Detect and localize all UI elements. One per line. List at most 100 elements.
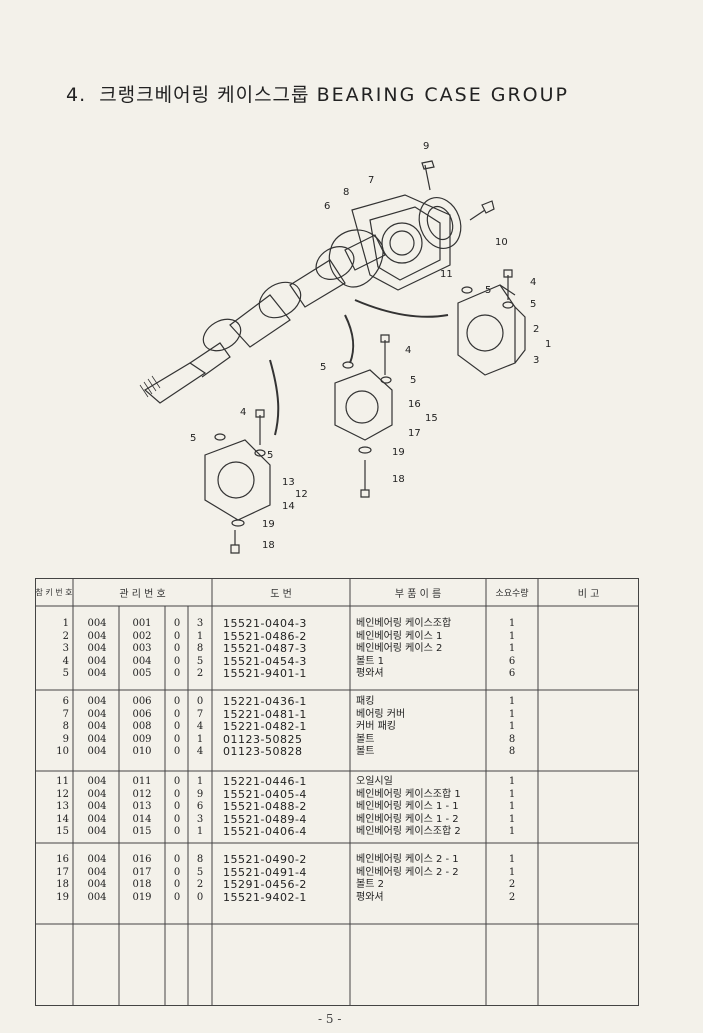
cell-ref: 1 <box>62 618 69 629</box>
cell-name: 볼트 <box>356 746 375 758</box>
cell-c4: 1 <box>196 630 204 642</box>
svg-text:2: 2 <box>533 324 539 335</box>
cell-c4: 4 <box>196 721 204 733</box>
cell-c1: 004 <box>87 708 107 720</box>
cell-dwg: 15521-0490-2 <box>223 853 307 866</box>
cell-qty: 8 <box>508 746 516 758</box>
cell-qty: 1 <box>508 721 516 733</box>
cell-name: 베인베어링 케이스 2 - 1 <box>356 854 459 865</box>
cell-dwg: 15521-0488-2 <box>223 800 307 814</box>
cell-dwg: 01123-50825 <box>223 732 303 746</box>
cell-qty: 6 <box>508 655 516 667</box>
cell-name: 볼트 <box>356 733 375 745</box>
table-grid <box>35 578 639 1006</box>
cell-c3: 0 <box>173 708 181 720</box>
svg-text:18: 18 <box>262 540 275 551</box>
cell-c2: 003 <box>132 643 152 655</box>
cell-dwg: 15221-0436-1 <box>223 695 307 708</box>
cell-dwg: 15521-0405-4 <box>223 787 307 801</box>
svg-text:5: 5 <box>267 450 273 461</box>
cell-c2: 005 <box>132 668 152 680</box>
svg-text:14: 14 <box>282 501 295 512</box>
cell-c1: 004 <box>87 696 107 707</box>
cell-c2: 016 <box>132 854 152 865</box>
cell-ref: 6 <box>62 696 69 707</box>
cell-dwg: 15521-9401-1 <box>223 667 307 681</box>
header-qty: 소요수량 <box>495 588 529 599</box>
cell-c1: 004 <box>87 854 107 865</box>
cell-qty: 1 <box>508 854 516 865</box>
section-number: 4. <box>66 84 87 106</box>
cell-name: 볼트 1 <box>356 655 384 667</box>
svg-text:5: 5 <box>530 299 536 310</box>
svg-text:5: 5 <box>190 433 196 444</box>
svg-text:10: 10 <box>495 237 508 248</box>
svg-text:5: 5 <box>320 362 326 373</box>
cell-qty: 8 <box>508 733 516 745</box>
svg-text:15: 15 <box>425 413 438 424</box>
cell-c3: 0 <box>173 801 181 813</box>
svg-text:7: 7 <box>368 175 374 186</box>
cell-c2: 013 <box>132 801 152 813</box>
cell-name: 베인베어링 케이스 1 <box>356 630 443 642</box>
cell-c3: 0 <box>173 866 181 878</box>
cell-ref: 11 <box>56 776 69 787</box>
cell-ref: 2 <box>62 630 69 642</box>
svg-text:18: 18 <box>392 474 405 485</box>
cell-c3: 0 <box>173 788 181 800</box>
cell-c2: 018 <box>132 879 152 891</box>
cell-c1: 004 <box>87 733 107 745</box>
cell-c4: 8 <box>196 643 204 655</box>
cell-c3: 0 <box>173 891 181 903</box>
cell-qty: 1 <box>508 788 516 800</box>
svg-text:3: 3 <box>533 355 539 366</box>
cell-qty: 1 <box>508 776 516 787</box>
cell-c1: 004 <box>87 826 107 838</box>
cell-qty: 2 <box>508 891 516 903</box>
cell-c1: 004 <box>87 813 107 825</box>
cell-name: 커버 패킹 <box>356 721 396 733</box>
cell-c3: 0 <box>173 733 181 745</box>
cell-qty: 1 <box>508 630 516 642</box>
cell-name: 볼트 2 <box>356 879 384 891</box>
cell-c1: 004 <box>87 746 107 758</box>
cell-ref: 7 <box>62 708 69 720</box>
svg-text:6: 6 <box>324 201 330 212</box>
cell-name: 베인베어링 케이스 1 - 2 <box>356 813 459 825</box>
svg-text:4: 4 <box>240 407 246 418</box>
cell-ref: 15 <box>56 826 69 838</box>
cell-name: 베인베어링 케이스조합 1 <box>356 788 461 800</box>
cell-qty: 1 <box>508 866 516 878</box>
cell-ref: 5 <box>62 668 69 680</box>
cell-c4: 0 <box>196 696 204 707</box>
cell-c4: 5 <box>196 866 204 878</box>
cell-dwg: 15521-0406-4 <box>223 825 307 839</box>
cell-c4: 1 <box>196 776 204 787</box>
cell-c2: 004 <box>132 655 152 667</box>
cell-dwg: 15521-0454-3 <box>223 654 307 668</box>
cell-c2: 001 <box>132 618 152 629</box>
cell-name: 베어링 커버 <box>356 708 406 720</box>
cell-qty: 1 <box>508 618 516 629</box>
svg-text:13: 13 <box>282 477 295 488</box>
cell-dwg: 15521-9402-1 <box>223 890 307 904</box>
cell-c3: 0 <box>173 618 181 629</box>
cell-c3: 0 <box>173 879 181 891</box>
cell-c2: 010 <box>132 746 152 758</box>
cell-c3: 0 <box>173 655 181 667</box>
cell-qty: 6 <box>508 668 516 680</box>
cell-c4: 9 <box>196 788 204 800</box>
cell-dwg: 15521-0489-4 <box>223 812 307 826</box>
cell-c2: 006 <box>132 696 152 707</box>
page-title: 4. 크랭크베어링 케이스그룹 BEARING CASE GROUP <box>66 80 569 107</box>
cell-ref: 18 <box>56 879 69 891</box>
svg-text:8: 8 <box>343 187 349 198</box>
cell-c1: 004 <box>87 879 107 891</box>
cell-c3: 0 <box>173 630 181 642</box>
cell-qty: 1 <box>508 643 516 655</box>
cell-c4: 3 <box>196 813 204 825</box>
cell-ref: 17 <box>56 866 69 878</box>
cell-c2: 012 <box>132 788 152 800</box>
cell-c3: 0 <box>173 746 181 758</box>
svg-text:1: 1 <box>545 339 551 350</box>
